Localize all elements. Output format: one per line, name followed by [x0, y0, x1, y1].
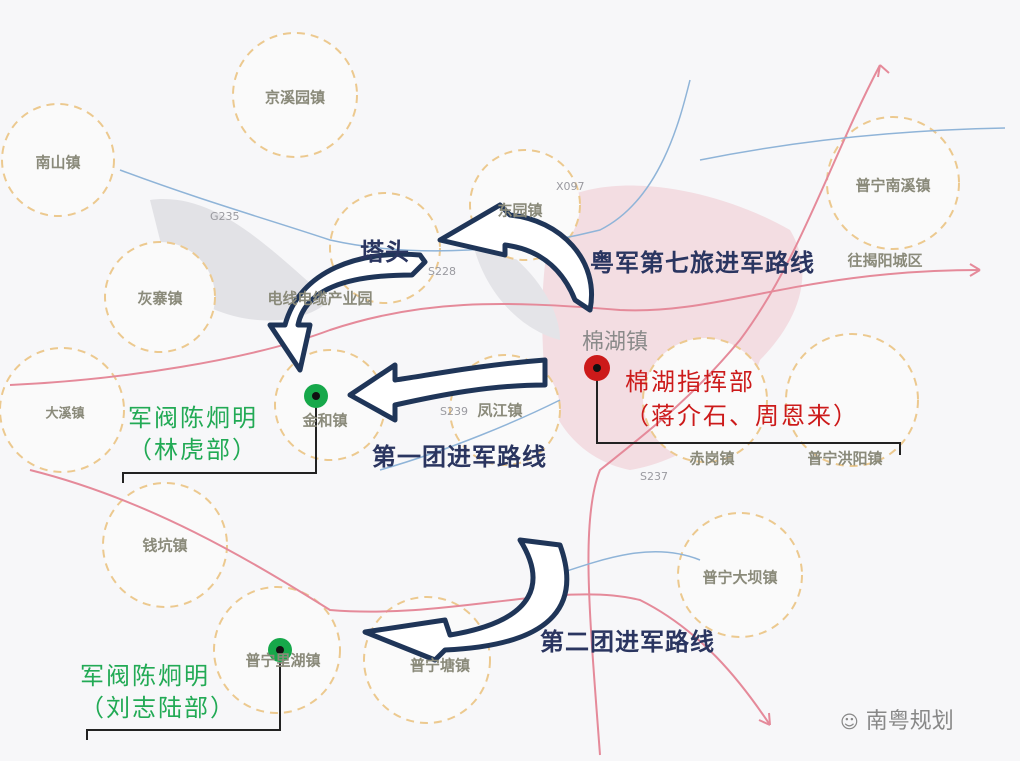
town-label: 普宁里湖镇 — [245, 651, 321, 670]
town-label: 大溪镇 — [45, 406, 85, 422]
route-label-regiment2: 第二团进军路线 — [540, 628, 715, 656]
road-label: G235 — [210, 210, 240, 223]
wechat-icon: ☺ — [840, 712, 859, 733]
hq-label: 棉湖指挥部 （蒋介石、周恩来） — [625, 365, 859, 433]
town-label: 赤岗镇 — [689, 449, 735, 468]
road-label: S237 — [640, 470, 668, 483]
town-label: 南山镇 — [35, 153, 81, 172]
road-label: S239 — [440, 405, 468, 418]
town-label: 京溪园镇 — [264, 88, 326, 107]
hq-title: 棉湖指挥部 — [625, 368, 755, 396]
highways — [9, 64, 981, 756]
town-label-mianhu: 棉湖镇 — [581, 330, 649, 355]
route-label-brigade7: 粤军第七旅进军路线 — [590, 249, 815, 277]
town-label: 往揭阳城区 — [847, 251, 923, 270]
leader-lines — [86, 368, 901, 740]
place-label-tatou: 塔头 — [360, 238, 410, 266]
warlord1-label: 军阀陈炯明 （林虎部） — [128, 402, 258, 466]
town-label: 电线电缆产业园 — [267, 289, 373, 308]
hq-subtitle: （蒋介石、周恩来） — [625, 402, 859, 430]
road-label: X097 — [556, 180, 585, 193]
town-label: 普宁塘镇 — [409, 656, 471, 675]
warlord2-label: 军阀陈炯明 （刘志陆部） — [80, 660, 236, 724]
town-label: 普宁大坝镇 — [702, 568, 778, 587]
route-arrows — [267, 202, 594, 663]
watermark: ☺ 南粤规划 — [840, 703, 954, 735]
watermark-text: 南粤规划 — [865, 709, 954, 734]
warlord1-subtitle: （林虎部） — [128, 436, 258, 464]
markers — [268, 355, 610, 662]
town-label: 钱坑镇 — [142, 536, 188, 555]
town-label: 灰寨镇 — [137, 289, 183, 308]
warlord1-title: 军阀陈炯明 — [128, 404, 258, 432]
town-label: 金和镇 — [302, 411, 348, 430]
town-label: 凤江镇 — [477, 401, 523, 420]
warlord2-title: 军阀陈炯明 — [80, 662, 210, 690]
town-label: 普宁南溪镇 — [855, 176, 931, 195]
warlord2-subtitle: （刘志陆部） — [80, 694, 236, 722]
town-label: 普宁洪阳镇 — [807, 449, 883, 468]
road-label: S228 — [428, 265, 456, 278]
route-label-regiment1: 第一团进军路线 — [372, 443, 547, 471]
town-label: 东园镇 — [497, 201, 543, 220]
